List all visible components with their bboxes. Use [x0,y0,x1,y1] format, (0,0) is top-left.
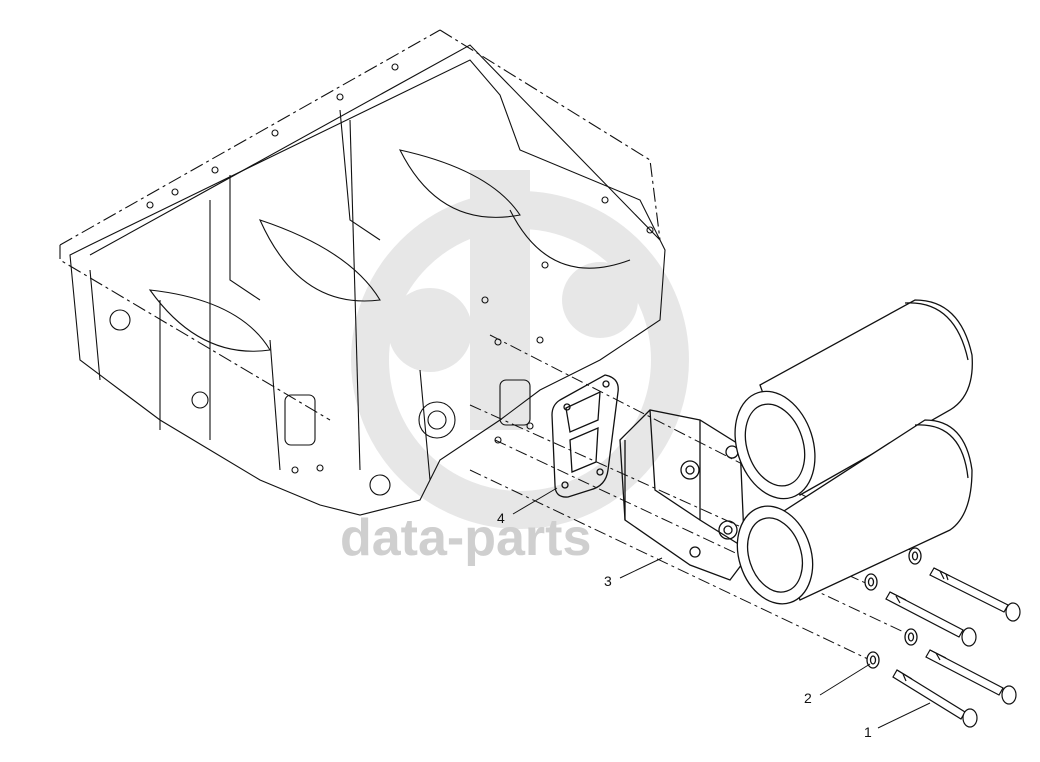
gasket-part-4 [551,374,619,498]
washers-part-2 [864,547,922,669]
oil-filter-lower [736,419,973,605]
callout-label-3: 3 [604,573,612,589]
callout-label-4: 4 [497,510,505,526]
callout-leaders [512,487,931,729]
oil-filter-upper [734,299,973,500]
watermark-text: data-parts [340,509,591,567]
engine-block [59,29,666,516]
callout-label-2: 2 [804,690,812,706]
bolts-part-1 [885,567,1021,728]
callout-label-1: 1 [864,724,872,740]
